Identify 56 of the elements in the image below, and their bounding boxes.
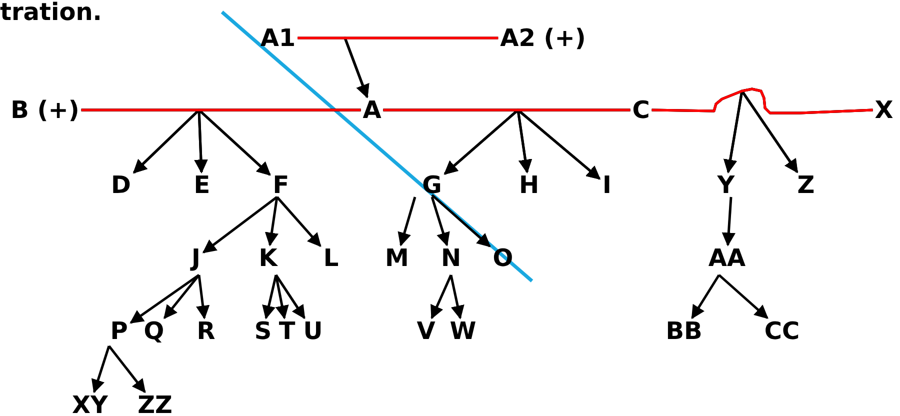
node-label: XY [72,393,108,416]
arrow [130,274,200,324]
node-label: T [278,319,296,343]
node-label: A [362,98,382,122]
node-label: A2 (+) [500,26,586,50]
arrow [274,274,306,320]
node-label: X [874,98,894,122]
node-label: P [110,319,128,343]
node-label: Q [144,319,164,343]
node-label: S [254,319,272,343]
node-label: W [450,319,476,343]
arrow [196,274,210,320]
connector-line [652,88,873,114]
node-label: B (+) [10,98,80,122]
node-label: A1 [260,26,296,50]
node-label: Y [717,173,735,197]
node-label: M [385,246,409,270]
arrow [718,274,768,319]
arrow [431,194,491,248]
node-label: BB [666,319,702,343]
node-label: J [192,246,200,270]
arrow [264,196,279,246]
node-label: C [632,98,650,122]
arrow [722,196,736,246]
node-label: E [194,173,210,197]
arrow [163,274,200,320]
connector-line [383,108,630,112]
node-label: ZZ [138,393,172,416]
node-label: AA [708,246,746,270]
arrow [262,274,278,320]
node-label: V [416,319,436,343]
node-label: G [422,173,442,197]
node-label: D [111,173,131,197]
node-label: N [440,246,462,270]
node-label: H [518,173,540,197]
node-label: CC [764,319,800,343]
node-label: K [258,246,278,270]
node-label: I [602,173,612,197]
arrow [108,345,146,394]
node-label: Z [797,173,815,197]
node-label: R [196,319,216,343]
arrow [276,196,322,247]
connector-line [298,36,498,40]
node-label: F [272,173,290,197]
arrow [430,274,452,320]
node-label: U [303,319,323,343]
node-label: L [323,246,339,270]
connector-line [81,108,361,112]
arrow [691,274,720,320]
arrow [202,196,278,254]
heading-text: tration. [0,0,102,24]
arrow [91,346,110,394]
arrow [430,196,450,246]
arrow [450,274,464,320]
arrow [398,196,416,246]
arrow [274,274,289,320]
